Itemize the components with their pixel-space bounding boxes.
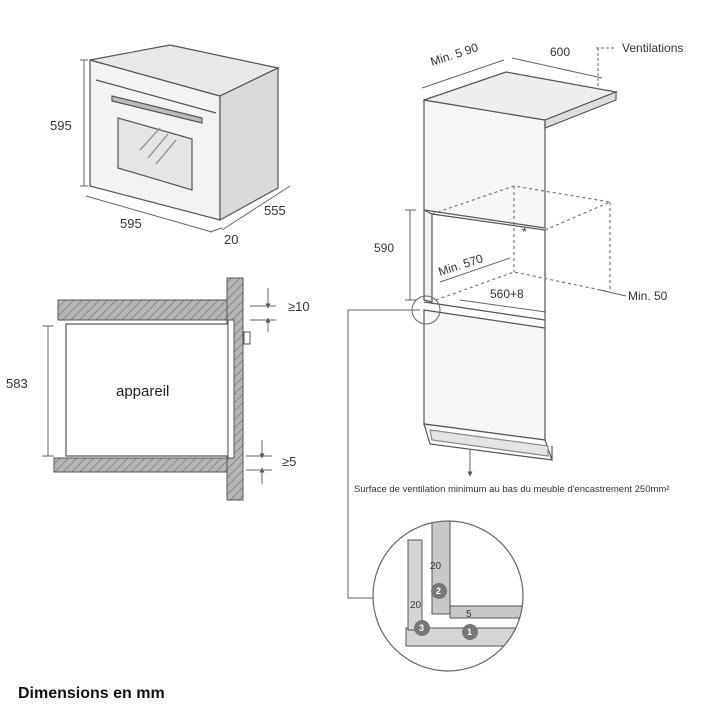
cabinet-isometric [423,71,619,461]
bottom-shelf [53,457,231,473]
cabinet-width-label: 600 [550,45,570,59]
badge-1-label: 1 [467,627,472,637]
side-section [53,277,251,501]
detail-view: 2 3 1 20 20 5 [372,520,524,672]
oven-handle-icon [111,95,203,124]
appliance-knob-icon [243,331,251,345]
oven-depth-label: 555 [264,203,286,218]
cabinet-bottom-front [423,309,546,441]
ventilations-label: Ventilations [622,41,683,55]
device-height-label: 583 [6,376,28,391]
bottom-gap-label: ≥5 [282,454,296,469]
badge-2-icon [431,583,447,599]
star-label: * [522,225,527,239]
badge-3-icon [414,620,430,636]
badge-2-label: 2 [436,586,441,596]
oven-window [117,117,193,191]
detail-horizontal-panel [449,605,523,619]
oven-isometric [89,44,280,222]
badge-3-label: 3 [419,623,424,633]
oven-side-face [219,67,279,222]
niche-left-wall [423,209,433,303]
top-gap-label: ≥10 [288,299,310,314]
min-depth-label: Min. 5 90 [429,40,481,69]
oven-door-label: 20 [224,232,238,247]
min-50-label: Min. 50 [628,289,668,303]
device-label: appareil [116,383,169,400]
detail-dim-b: 20 [410,600,422,611]
detail-callout-circle [411,295,441,325]
detail-dim-a: 20 [430,561,442,572]
niche-width-label: 560+8 [490,287,524,301]
top-shelf [57,299,231,321]
detail-dim-c: 5 [466,609,472,620]
oven-height-label: 595 [50,118,72,133]
niche-height-label: 590 [374,241,394,255]
oven-width-label: 595 [120,216,142,231]
ventilation-note: Surface de ventilation minimum au bas du… [354,484,669,495]
page-title: Dimensions en mm [18,685,165,702]
appliance-body [65,323,229,457]
badge-1-icon [462,624,478,640]
cabinet-top-front [423,99,546,229]
cabinet-top-side [544,91,617,129]
